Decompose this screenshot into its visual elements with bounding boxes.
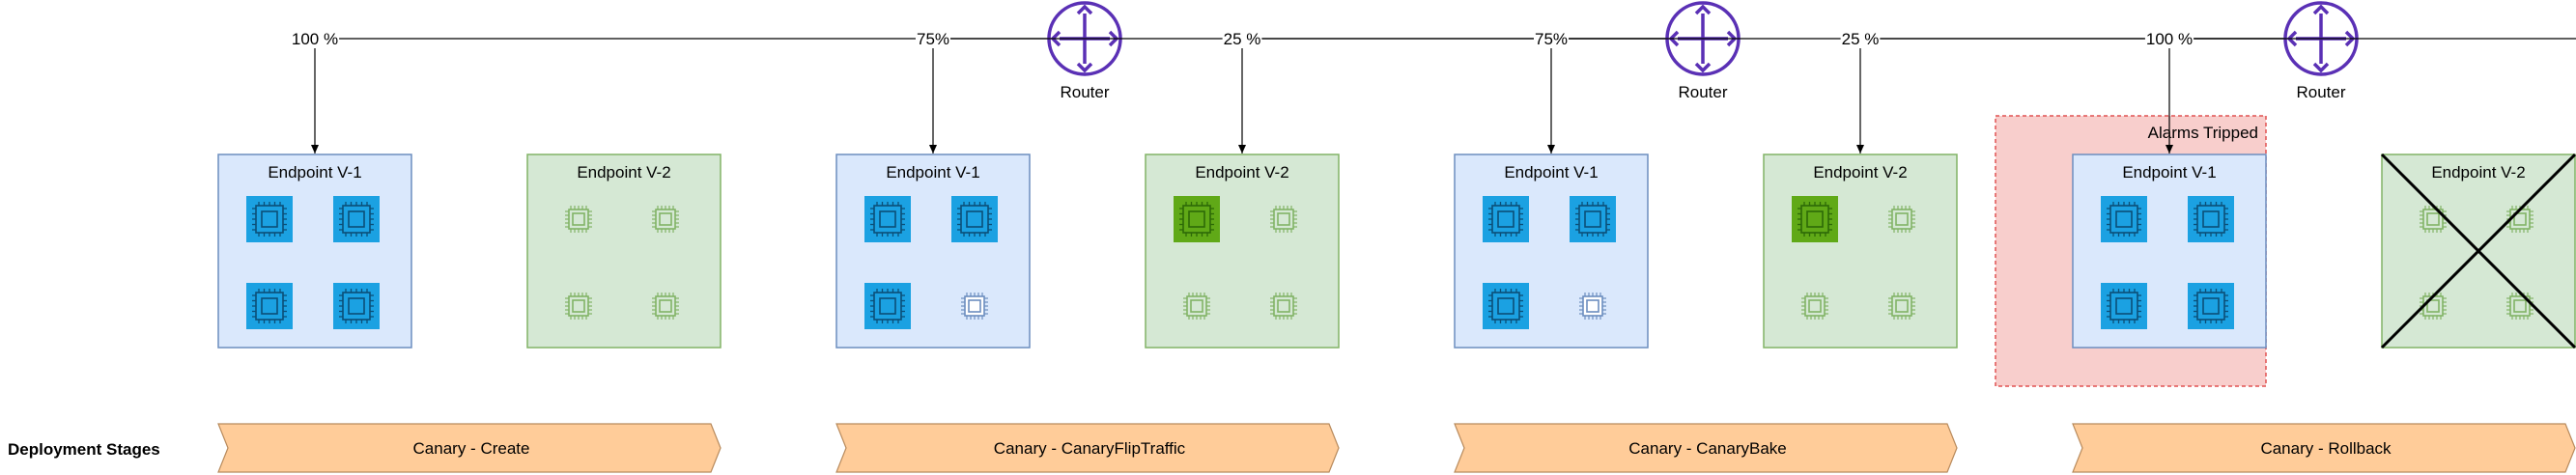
- instance-chip-icon: [1483, 283, 1529, 329]
- instance-chip-icon: [951, 196, 998, 242]
- traffic-percent-v1: 100 %: [2146, 30, 2193, 48]
- endpoint-v1: Endpoint V-1: [217, 154, 412, 349]
- endpoint-v1: Endpoint V-1: [835, 154, 1031, 349]
- instance-chip-icon: [1183, 293, 1210, 320]
- instance-chip-icon: [864, 283, 911, 329]
- instance-chip-icon: [1579, 293, 1606, 320]
- endpoint-v2: Endpoint V-2: [1763, 154, 1958, 349]
- instance-chip-icon: [1888, 206, 1915, 233]
- endpoint-v1-title: Endpoint V-1: [2122, 163, 2216, 182]
- traffic-percent-v2: 25 %: [1842, 30, 1880, 48]
- instance-chip-icon: [333, 196, 380, 242]
- instance-chip-icon: [246, 196, 293, 242]
- router-label: Router: [1678, 83, 1727, 101]
- stage-label: Canary - Create: [413, 439, 530, 458]
- instance-chip-icon: [1174, 196, 1220, 242]
- endpoint-v1: Endpoint V-1: [1454, 154, 1649, 349]
- endpoint-v2-title: Endpoint V-2: [2431, 163, 2525, 182]
- router-label: Router: [1060, 83, 1109, 101]
- instance-chip-icon: [961, 293, 988, 320]
- stage-banner: Canary - Rollback: [2072, 423, 2576, 473]
- instance-chip-icon: [652, 293, 679, 320]
- deployment-stages-label: Deployment Stages: [8, 440, 160, 459]
- endpoint-v1: Endpoint V-1: [2072, 154, 2267, 349]
- instance-chip-icon: [2101, 283, 2147, 329]
- instance-chip-icon: [2188, 196, 2234, 242]
- endpoint-v2: Endpoint V-2: [526, 154, 722, 349]
- traffic-percent-v1: 75%: [917, 30, 949, 48]
- endpoint-v1-title: Endpoint V-1: [268, 163, 361, 182]
- instance-chip-icon: [652, 206, 679, 233]
- instance-chip-icon: [565, 206, 592, 233]
- instance-chip-icon: [2101, 196, 2147, 242]
- instance-chip-icon: [333, 283, 380, 329]
- instance-chip-icon: [2506, 293, 2534, 320]
- instance-chip-icon: [2188, 283, 2234, 329]
- endpoint-v1-title: Endpoint V-1: [1504, 163, 1598, 182]
- instance-chip-icon: [1483, 196, 1529, 242]
- stage-label: Canary - CanaryBake: [1628, 439, 1786, 458]
- stage-banner: Canary - Create: [217, 423, 722, 473]
- instance-chip-icon: [1792, 196, 1838, 242]
- traffic-percent-v2: 25 %: [1224, 30, 1261, 48]
- instance-chip-icon: [864, 196, 911, 242]
- traffic-percent-v1: 100 %: [292, 30, 338, 48]
- rollback-cross-icon: [2380, 153, 2576, 349]
- traffic-percent-v1: 75%: [1535, 30, 1568, 48]
- instance-chip-icon: [1801, 293, 1828, 320]
- stage-banner: Canary - CanaryFlipTraffic: [835, 423, 1340, 473]
- stage-label: Canary - Rollback: [2260, 439, 2392, 458]
- endpoint-v2-title: Endpoint V-2: [1813, 163, 1907, 182]
- endpoint-v1-title: Endpoint V-1: [886, 163, 979, 182]
- instance-chip-icon: [565, 293, 592, 320]
- endpoint-v2-title: Endpoint V-2: [1195, 163, 1288, 182]
- instance-chip-icon: [1270, 206, 1297, 233]
- instance-chip-icon: [1570, 196, 1616, 242]
- instance-chip-icon: [1270, 293, 1297, 320]
- router-label: Router: [2296, 83, 2345, 101]
- instance-chip-icon: [1888, 293, 1915, 320]
- endpoint-v2: Endpoint V-2: [1145, 154, 1340, 349]
- instance-chip-icon: [246, 283, 293, 329]
- stage-banner: Canary - CanaryBake: [1454, 423, 1958, 473]
- stage-label: Canary - CanaryFlipTraffic: [994, 439, 1186, 458]
- alarm-label: Alarms Tripped: [2148, 124, 2258, 142]
- endpoint-v2-title: Endpoint V-2: [577, 163, 670, 182]
